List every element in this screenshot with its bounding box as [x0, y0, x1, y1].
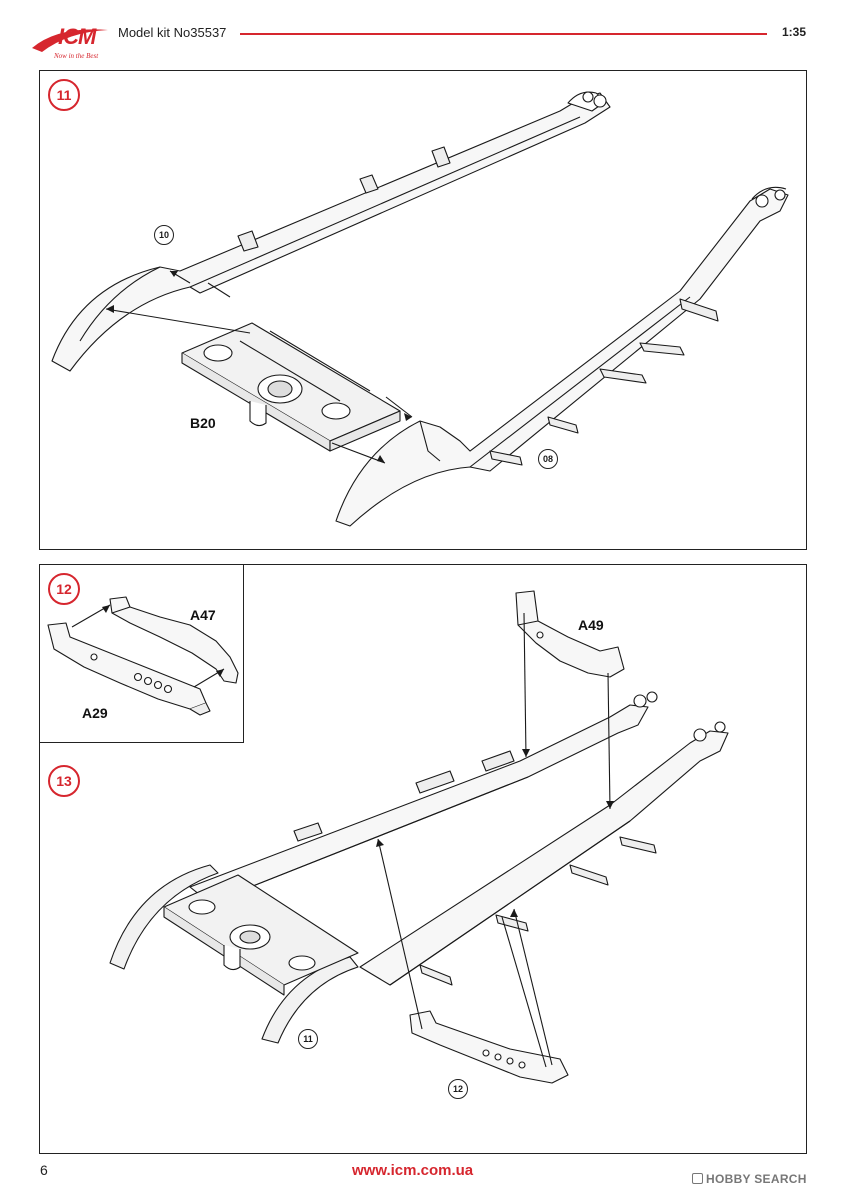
part-label-b20: B20: [190, 415, 216, 431]
page-number: 6: [40, 1162, 48, 1178]
website-link[interactable]: www.icm.com.ua: [352, 1162, 474, 1179]
step-11-badge: 11: [48, 79, 80, 111]
ref-step-10: 10: [154, 225, 174, 245]
step-12-badge: 12: [48, 573, 80, 605]
step-13-drawing: [109, 590, 729, 1084]
header-rule: [240, 33, 767, 35]
step-11-panel: 11: [39, 70, 807, 550]
brand-name: ICM: [58, 24, 96, 49]
part-label-a47: A47: [190, 607, 216, 623]
step-11-drawing: [51, 91, 789, 527]
ref-step-12: 12: [448, 1079, 468, 1099]
brand-tagline: Now in the Best: [54, 52, 99, 60]
header: ICM Now in the Best Model kit No35537 1:…: [0, 0, 848, 66]
step-12-panel: 12 A47 A29: [39, 564, 244, 743]
watermark-text: HOBBY SEARCH: [706, 1172, 807, 1186]
step-13-badge: 13: [48, 765, 80, 797]
logo-swoosh-icon: [32, 29, 108, 52]
part-label-a49: A49: [578, 617, 604, 633]
ref-step-08: 08: [538, 449, 558, 469]
ref-step-11: 11: [298, 1029, 318, 1049]
icm-logo: ICM Now in the Best: [28, 18, 118, 62]
hobby-search-icon: [692, 1173, 703, 1185]
kit-label: Model kit No35537: [118, 25, 227, 40]
watermark: HOBBY SEARCH: [692, 1170, 807, 1188]
scale-label: 1:35: [782, 25, 807, 39]
part-label-a29: A29: [82, 705, 108, 721]
step-12-drawing: [47, 596, 239, 716]
